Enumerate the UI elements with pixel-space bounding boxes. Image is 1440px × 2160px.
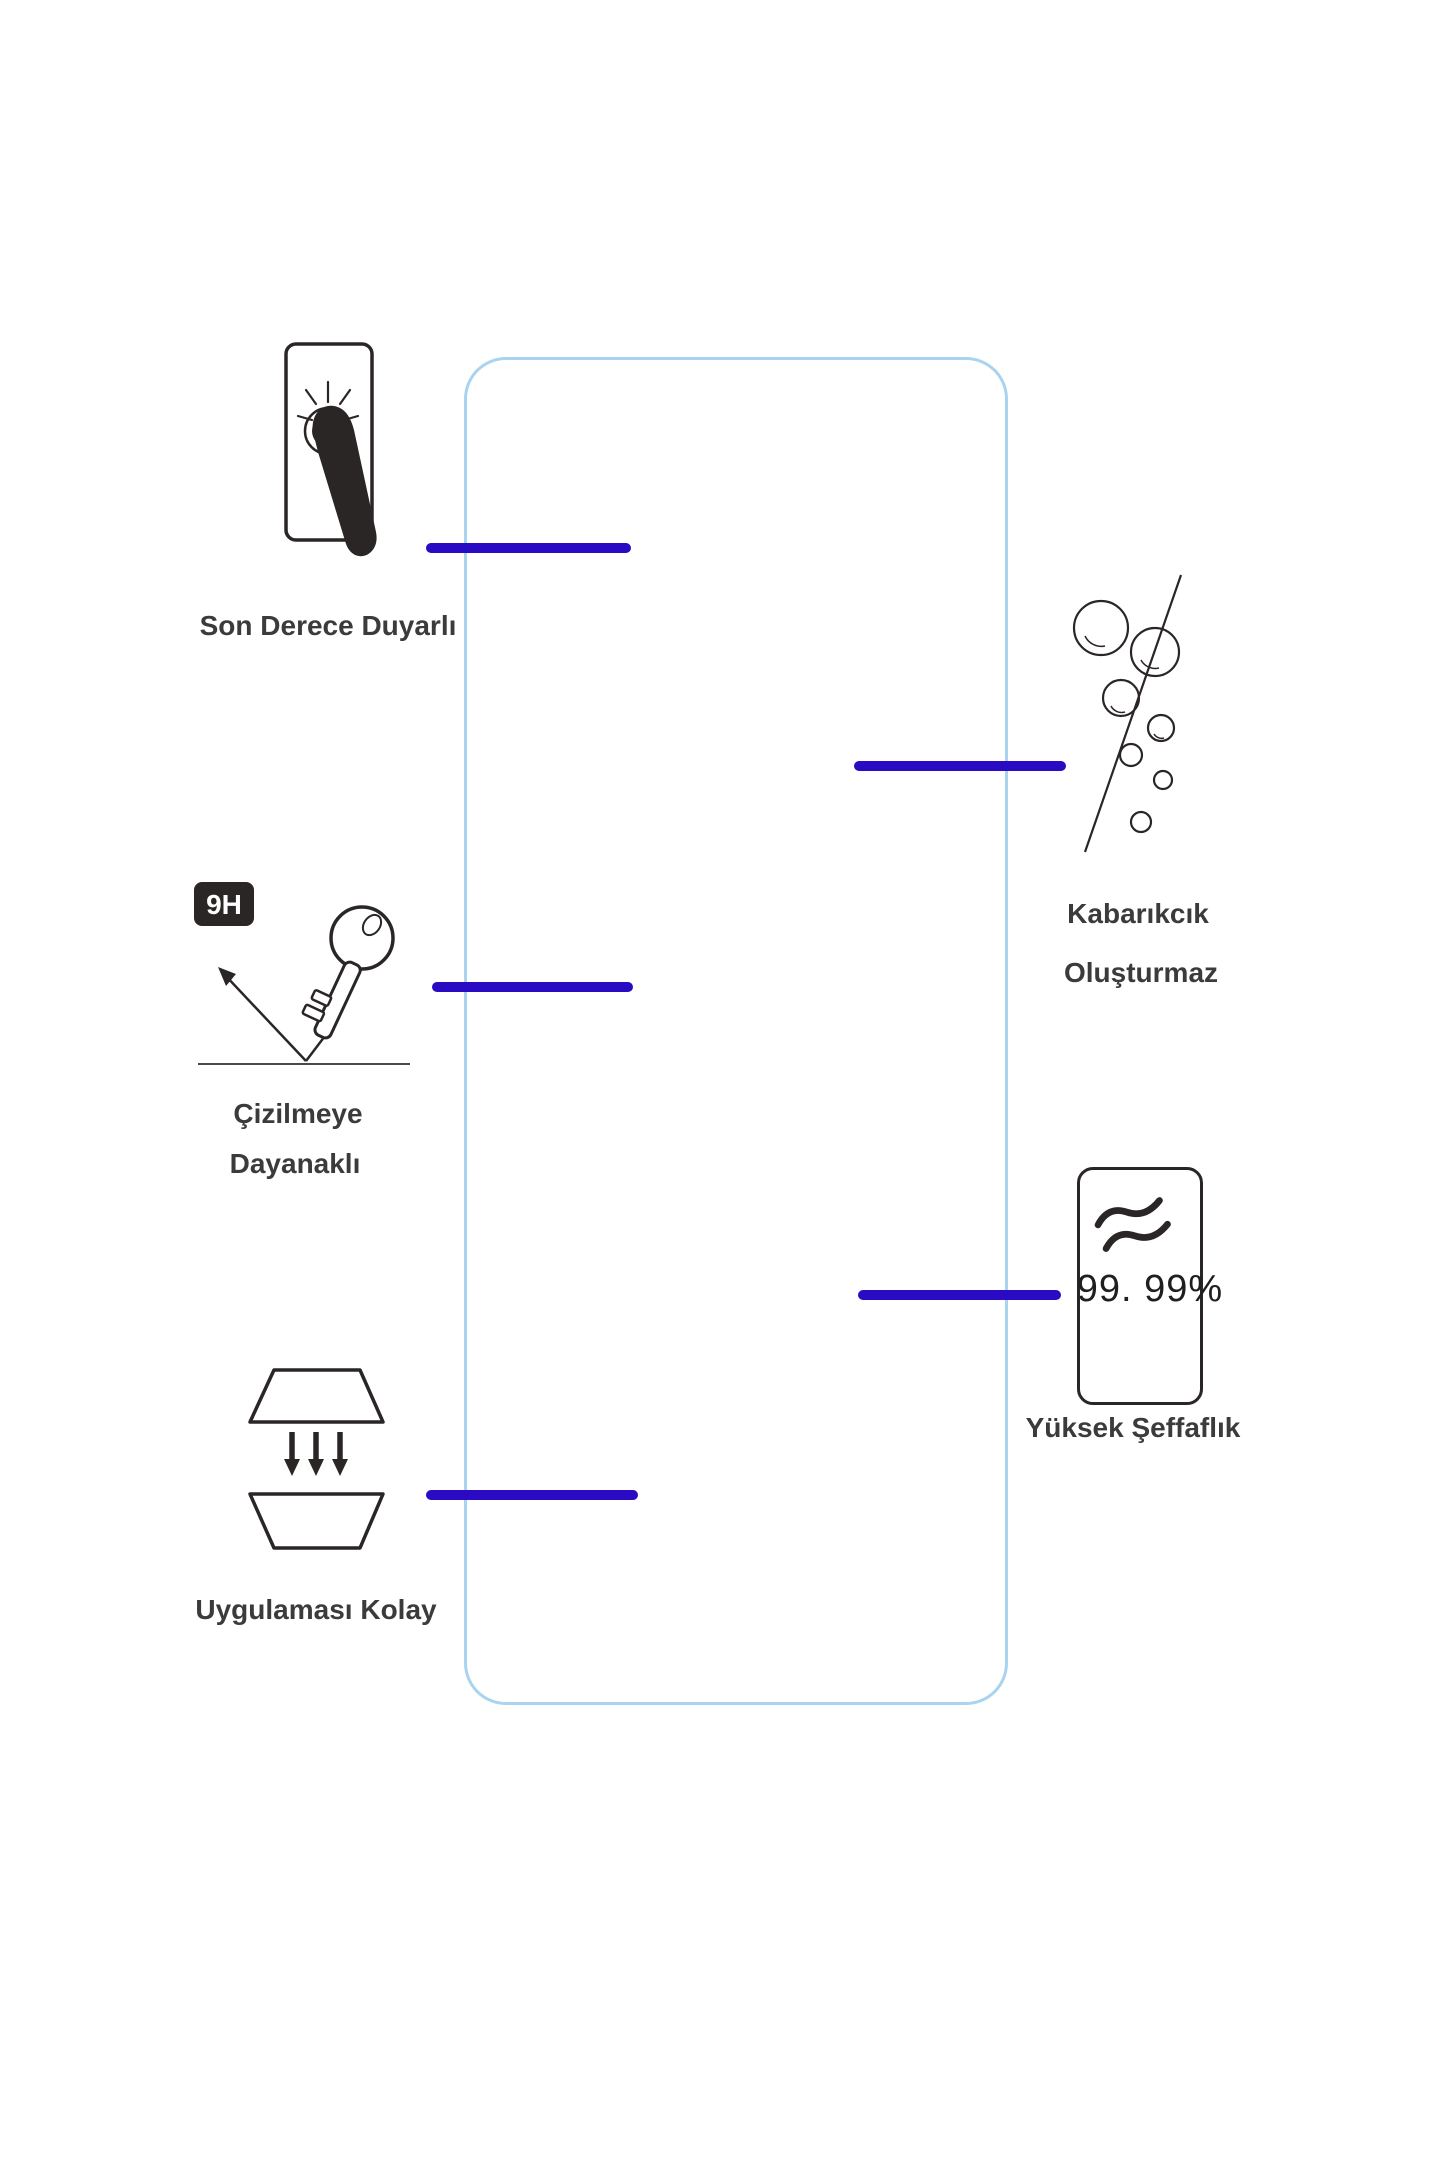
no-bubbles-icon	[1063, 570, 1208, 870]
connector-line-scratch	[432, 982, 633, 992]
shine-waves-icon	[1094, 1197, 1171, 1252]
connector-line-easy-apply	[426, 1490, 638, 1500]
transparency-value: 99. 99%	[1076, 1268, 1224, 1310]
feature-label-scratch-line2: Dayanaklı	[229, 1148, 361, 1179]
feature-label-sensitive: Son Derece Duyarlı	[199, 610, 457, 641]
feature-label-no-bubbles-line1: Kabarıkcık	[1067, 898, 1209, 929]
feature-label-transparency: Yüksek Şeffaflık	[1025, 1412, 1241, 1443]
scratch-resistant-icon: 9H	[188, 868, 418, 1083]
hardness-badge-text: 9H	[206, 889, 242, 920]
feature-label-easy-apply: Uygulaması Kolay	[195, 1594, 437, 1625]
touch-sensitive-icon	[262, 336, 397, 586]
high-transparency-icon	[1077, 1167, 1203, 1405]
connector-line-no-bubbles	[854, 761, 1066, 771]
easy-apply-icon	[224, 1362, 409, 1567]
connector-line-transparency	[858, 1290, 1061, 1300]
screen-protector-outline	[464, 357, 1008, 1705]
connector-line-sensitive	[426, 543, 631, 553]
feature-label-scratch-line1: Çizilmeye	[233, 1098, 363, 1129]
feature-label-no-bubbles-line2: Oluşturmaz	[1063, 957, 1219, 988]
